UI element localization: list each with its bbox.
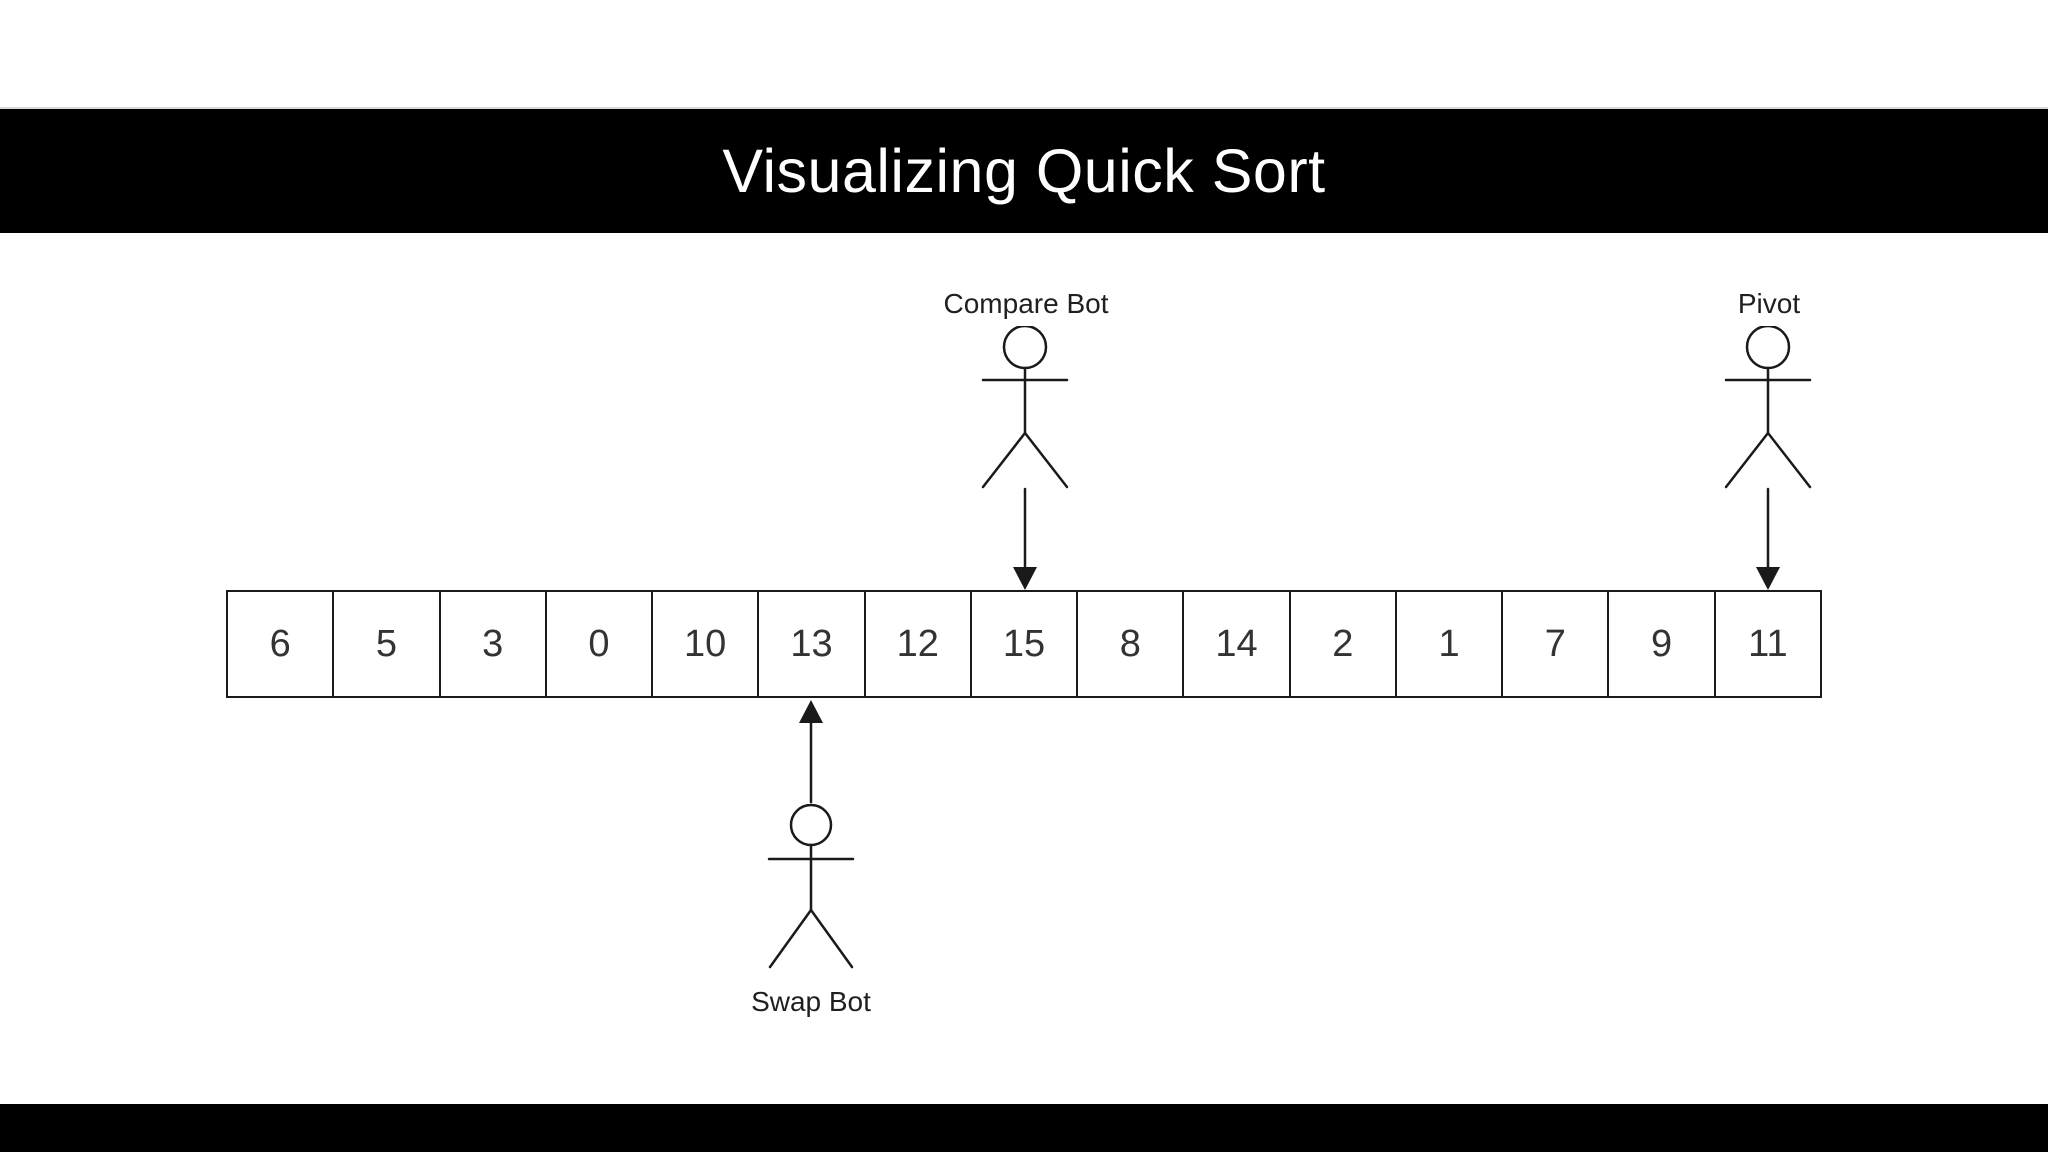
array-cell: 12 xyxy=(866,592,972,696)
swap-bot-label: Swap Bot xyxy=(751,986,871,1017)
array-cell: 11 xyxy=(1748,622,1788,665)
array-cell: 7 xyxy=(1503,592,1610,696)
pivot-label: Pivot xyxy=(1737,288,1801,319)
array-cell: 13 xyxy=(759,592,866,696)
arrow-up-icon xyxy=(799,700,823,804)
stick-figure-icon xyxy=(767,803,855,969)
head-circle xyxy=(789,803,833,847)
swap-bot-figure xyxy=(767,700,855,969)
arrow-down-icon xyxy=(1013,487,1037,590)
compare-bot-figure xyxy=(981,326,1069,590)
head-circle xyxy=(1745,326,1791,370)
array-cell: 6 xyxy=(228,592,335,696)
arrow-down-icon xyxy=(1756,487,1780,590)
left-leg-line xyxy=(768,908,813,969)
head-circle xyxy=(1002,326,1048,370)
right-leg-line xyxy=(809,908,854,969)
left-leg-line xyxy=(1724,431,1770,489)
array-cell: 15 xyxy=(972,592,1079,696)
left-leg-line xyxy=(981,431,1027,489)
page-title: Visualizing Quick Sort xyxy=(722,137,1326,205)
array-cell: 2 xyxy=(1291,592,1397,696)
stick-figure-icon xyxy=(1724,326,1812,489)
stick-figure-icon xyxy=(981,326,1069,489)
array-cell: 9 xyxy=(1609,592,1716,696)
compare-bot-label: Compare Bot xyxy=(943,288,1109,319)
bottom-bar xyxy=(0,1104,2048,1152)
array-cell: 1 xyxy=(1397,592,1504,696)
array-cell: 14 xyxy=(1184,592,1291,696)
array-cell: 3 xyxy=(441,592,547,696)
array-cell: 0 xyxy=(547,592,654,696)
right-leg-line xyxy=(1766,431,1812,489)
array-cell: 8 xyxy=(1078,592,1185,696)
array-cell: 10 xyxy=(653,592,760,696)
array: 6 5 3 0 10 13 12 15 8 14 2 1 7 9 11 xyxy=(226,590,1822,698)
right-leg-line xyxy=(1023,431,1069,489)
title-banner: Visualizing Quick Sort xyxy=(0,107,2048,233)
array-cell: 5 xyxy=(334,592,441,696)
pivot-figure xyxy=(1724,326,1812,590)
